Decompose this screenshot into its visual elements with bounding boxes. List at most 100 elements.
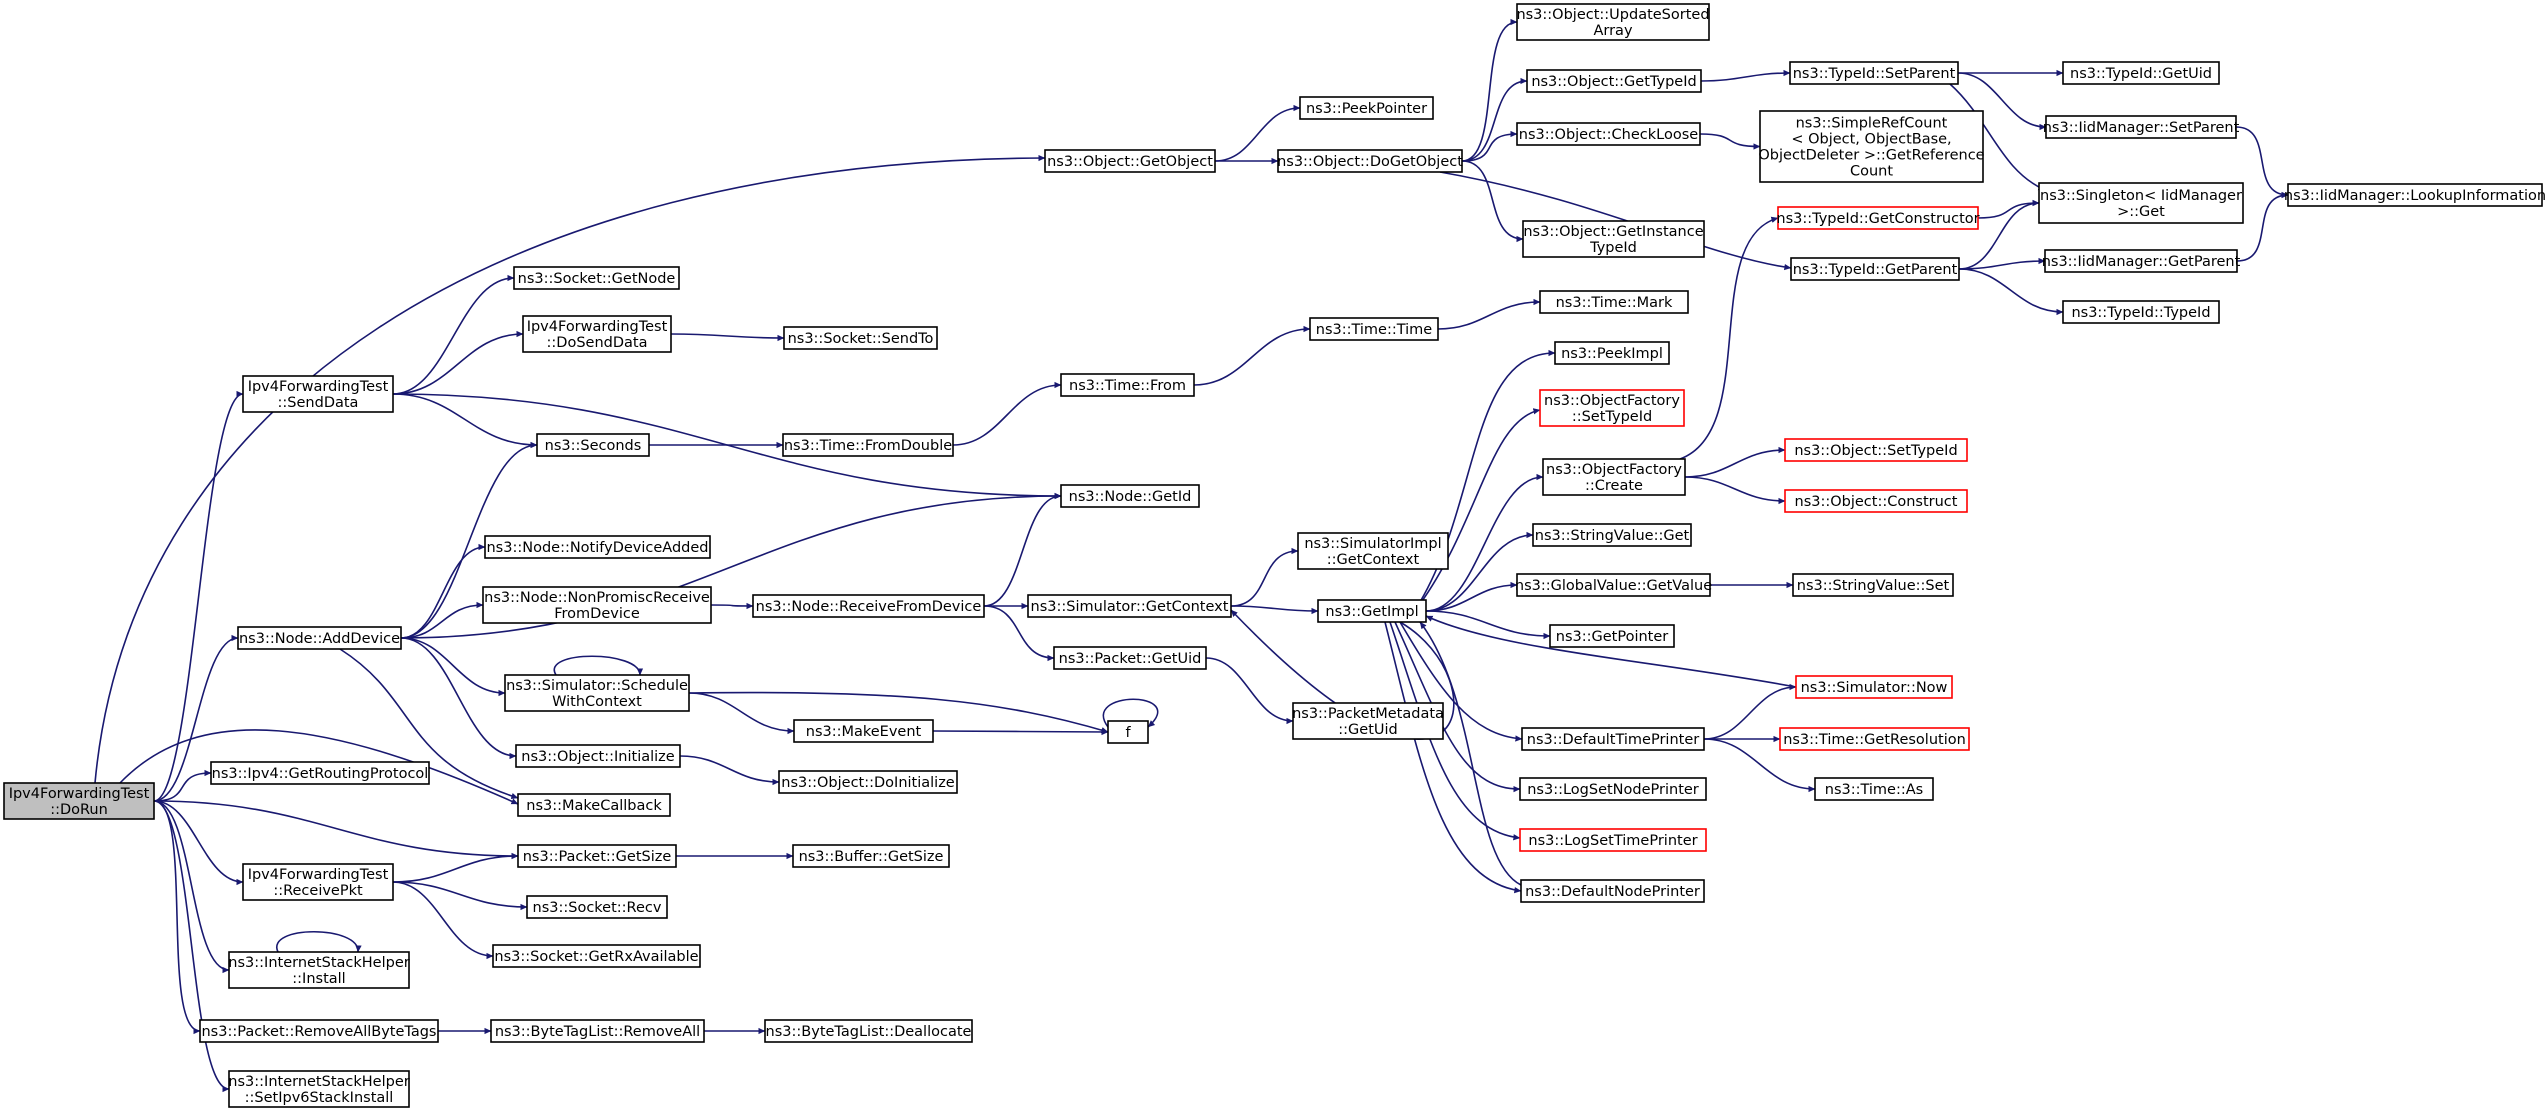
node-simulator-now[interactable]: ns3::Simulator::Now [1795,675,1953,699]
node-box[interactable] [1044,149,1216,173]
node-logsettimeprinter[interactable]: ns3::LogSetTimePrinter [1519,828,1707,852]
node-deallocate[interactable]: ns3::ByteTagList::Deallocate [764,1019,973,1043]
node-simulatorimpl-getcontext[interactable]: ns3::SimulatorImpl::GetContext [1297,532,1449,570]
node-box[interactable] [242,863,394,901]
node-box[interactable] [1779,727,1970,751]
node-box[interactable] [1532,523,1692,547]
node-f[interactable]: f [1107,720,1149,744]
node-box[interactable] [526,895,668,919]
node-peekimpl[interactable]: ns3::PeekImpl [1554,341,1670,365]
node-box[interactable] [228,1070,410,1108]
node-box[interactable] [1542,458,1686,496]
node-receivepkt[interactable]: Ipv4ForwardingTest::ReceivePkt [242,863,394,901]
node-box[interactable] [2044,249,2238,273]
node-box[interactable] [1554,341,1670,365]
node-object-initialize[interactable]: ns3::Object::Initialize [515,744,681,768]
node-ipv4-getrouting[interactable]: ns3::Ipv4::GetRoutingProtocol [210,761,430,785]
node-box[interactable] [1521,727,1705,751]
node-box[interactable] [482,586,712,624]
node-box[interactable] [764,1019,973,1043]
node-box[interactable] [752,594,985,618]
node-checkloose[interactable]: ns3::Object::CheckLoose [1516,122,1701,146]
node-box[interactable] [490,1019,705,1043]
node-time-getresolution[interactable]: ns3::Time::GetResolution [1779,727,1970,751]
node-box[interactable] [1309,317,1439,341]
node-lookupinformation[interactable]: ns3::IidManager::LookupInformation [2284,183,2546,207]
node-box[interactable] [1522,220,1705,258]
node-stringvalue-get[interactable]: ns3::StringValue::Get [1532,523,1692,547]
node-notifydeviceadded[interactable]: ns3::Node::NotifyDeviceAdded [484,535,711,559]
node-defaultnodeprinter[interactable]: ns3::DefaultNodePrinter [1520,879,1705,903]
node-box[interactable] [210,761,430,785]
node-box[interactable] [517,844,677,868]
node-box[interactable] [1060,484,1200,508]
node-typeid-getuid[interactable]: ns3::TypeId::GetUid [2062,61,2220,85]
node-box[interactable] [2045,115,2237,139]
node-receivefromdevice[interactable]: ns3::Node::ReceiveFromDevice [752,594,985,618]
node-box[interactable] [1790,257,1960,281]
node-socket-sendto[interactable]: ns3::Socket::SendTo [783,326,938,350]
node-box[interactable] [484,535,711,559]
node-box[interactable] [793,719,934,743]
node-senddata[interactable]: Ipv4ForwardingTest::SendData [242,375,394,413]
node-seconds[interactable]: ns3::Seconds [536,433,650,457]
node-box[interactable] [1292,702,1444,740]
node-box[interactable] [237,626,402,650]
node-objectfactory-create[interactable]: ns3::ObjectFactory::Create [1542,458,1686,496]
node-box[interactable] [228,951,410,989]
node-box[interactable] [1027,594,1232,618]
node-makecallback[interactable]: ns3::MakeCallback [517,793,671,817]
node-box[interactable] [492,944,701,968]
node-box[interactable] [1277,149,1463,173]
node-typeid-getparent[interactable]: ns3::TypeId::GetParent [1790,257,1960,281]
node-peekpointer[interactable]: ns3::PeekPointer [1299,96,1434,120]
node-box[interactable] [522,315,672,353]
node-box[interactable] [782,433,954,457]
node-box[interactable] [792,844,950,868]
node-box[interactable] [1060,373,1195,397]
node-typeid-getconstructor[interactable]: ns3::TypeId::GetConstructor [1776,206,1980,230]
node-box[interactable] [199,1019,439,1043]
node-box[interactable] [1795,675,1953,699]
node-box[interactable] [536,433,650,457]
node-time-as[interactable]: ns3::Time::As [1814,777,1934,801]
node-box[interactable] [1526,69,1702,93]
node-dogetobject[interactable]: ns3::Object::DoGetObject [1277,149,1463,173]
node-defaulttimeprinter[interactable]: ns3::DefaultTimePrinter [1521,727,1705,751]
node-adddevice[interactable]: ns3::Node::AddDevice [237,626,402,650]
node-object-settypeid[interactable]: ns3::Object::SetTypeId [1784,438,1968,462]
node-iidmanager-setparent[interactable]: ns3::IidManager::SetParent [2043,115,2240,139]
node-box[interactable] [1539,389,1685,427]
node-globalvalue-getvalue[interactable]: ns3::GlobalValue::GetValue [1515,573,1712,597]
node-box[interactable] [1516,3,1710,41]
node-simplerefcount[interactable]: ns3::SimpleRefCount< Object, ObjectBase,… [1758,110,1985,183]
node-box[interactable] [1516,573,1711,597]
node-getpointer[interactable]: ns3::GetPointer [1549,624,1675,648]
node-simulator-getcontext[interactable]: ns3::Simulator::GetContext [1027,594,1232,618]
node-stringvalue-set[interactable]: ns3::StringValue::Set [1792,573,1954,597]
node-object-gettypeid[interactable]: ns3::Object::GetTypeId [1526,69,1702,93]
node-object-construct[interactable]: ns3::Object::Construct [1784,489,1968,513]
node-box[interactable] [1317,599,1427,623]
node-box[interactable] [2062,300,2220,324]
node-getrxavailable[interactable]: ns3::Socket::GetRxAvailable [492,944,701,968]
node-box[interactable] [2062,61,2220,85]
node-box[interactable] [1789,61,1959,85]
node-box[interactable] [2287,183,2543,207]
node-box[interactable] [1814,777,1934,801]
node-getimpl[interactable]: ns3::GetImpl [1317,599,1427,623]
node-box[interactable] [1519,828,1707,852]
node-box[interactable] [1549,624,1675,648]
node-time-mark[interactable]: ns3::Time::Mark [1539,290,1689,314]
node-removeallbytetags[interactable]: ns3::Packet::RemoveAllByteTags [199,1019,439,1043]
node-box[interactable] [1777,206,1979,230]
node-box[interactable] [1516,122,1701,146]
node-dosenddata[interactable]: Ipv4ForwardingTest::DoSendData [522,315,672,353]
node-socket-getnode[interactable]: ns3::Socket::GetNode [513,266,680,290]
node-box[interactable] [778,770,958,794]
node-box[interactable] [1784,489,1968,513]
